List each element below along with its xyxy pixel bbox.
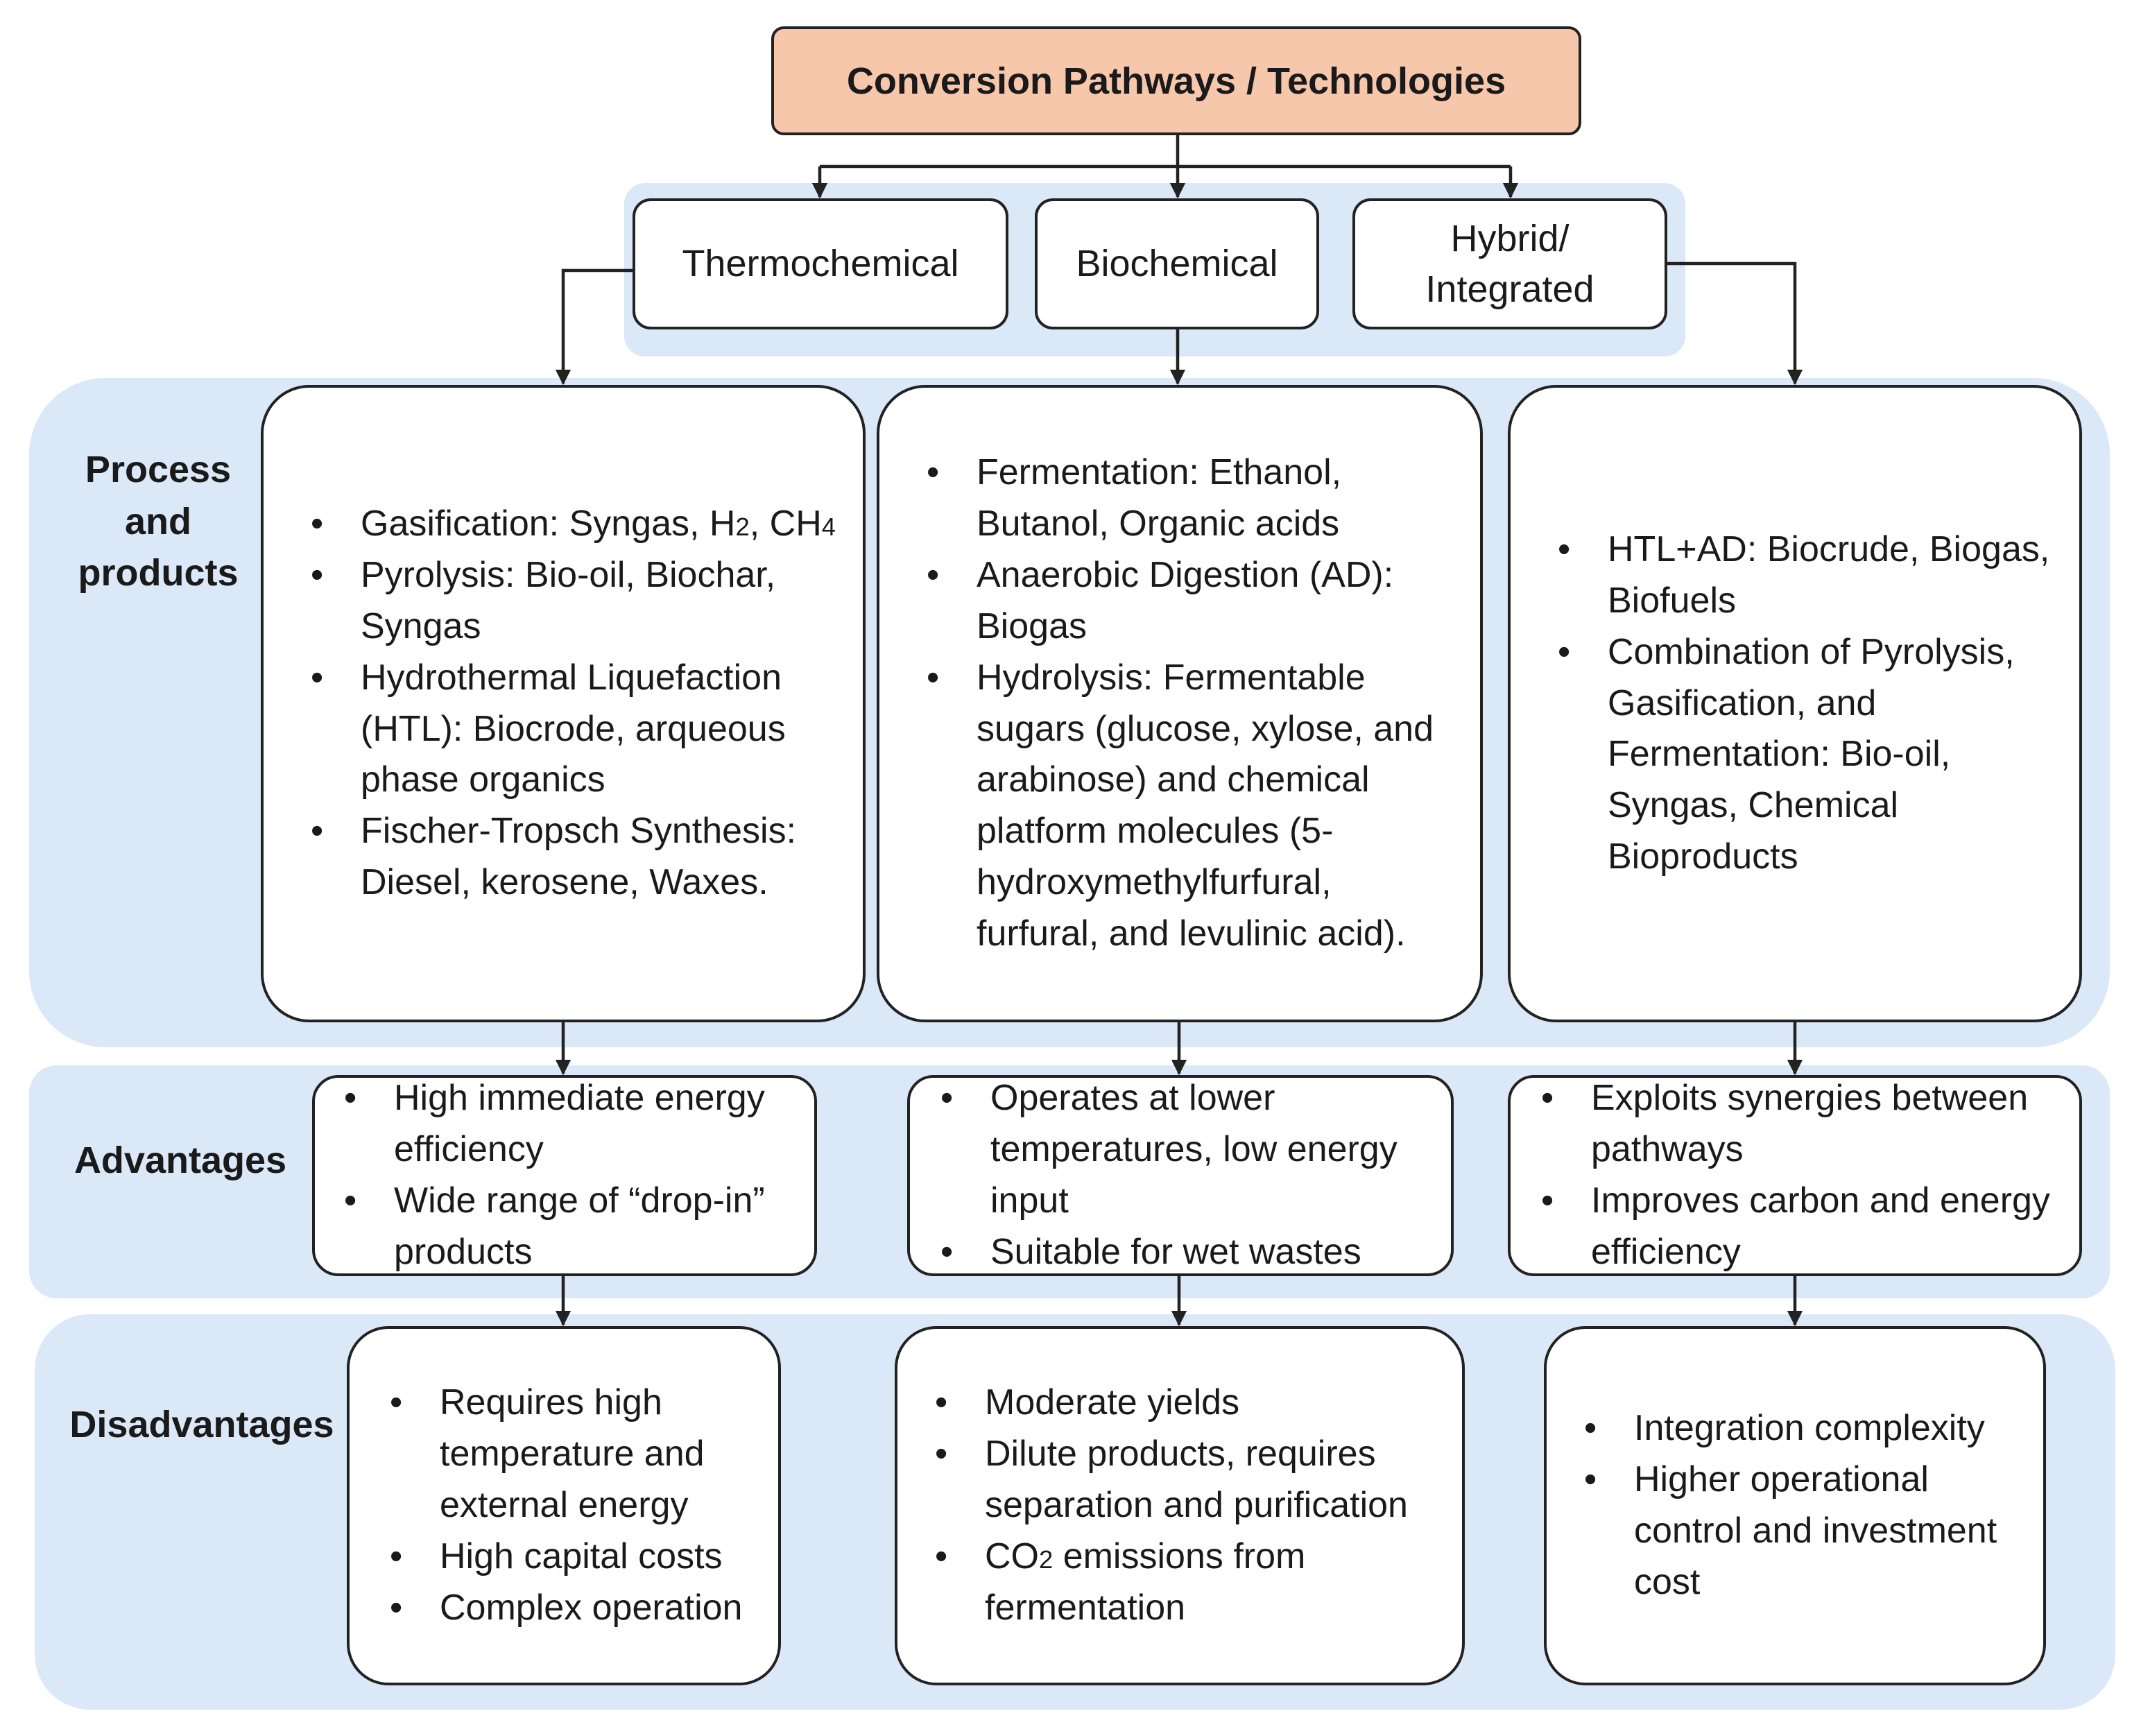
process-hybrid-list: HTL+AD: Biocrude, Biogas, BiofuelsCombin… <box>1511 524 2079 883</box>
list-item: Suitable for wet wastes <box>940 1227 1430 1278</box>
category-hybrid-integrated: Hybrid/ Integrated <box>1352 198 1667 329</box>
advantages-thermochemical: High immediate energy efficiencyWide ran… <box>312 1073 817 1278</box>
list-item: Complex operation <box>390 1583 762 1634</box>
category-thermochemical: Thermochemical <box>633 198 1008 329</box>
category-biochemical: Biochemical <box>1035 198 1319 329</box>
process-biochemical-list: Fermentation: Ethanol, Butanol, Organic … <box>879 447 1480 959</box>
process-thermochemical: Gasification: Syngas, H2, CH4Pyrolysis: … <box>261 385 866 1022</box>
advantages-thermochemical-list: High immediate energy efficiencyWide ran… <box>315 1073 814 1278</box>
row-label-process: Process and products <box>78 449 239 594</box>
list-item: Moderate yields <box>935 1377 1441 1429</box>
disadvantages-hybrid: Integration complexityHigher operational… <box>1544 1326 2046 1685</box>
list-item: Combination of Pyrolysis, Gasification, … <box>1558 627 2052 883</box>
row-label-disadvantages: Disadvantages <box>69 1404 334 1445</box>
list-item: Hydrolysis: Fermentable sugars (glucose,… <box>927 653 1452 960</box>
advantages-biochemical-list: Operates at lower temperatures, low ener… <box>910 1073 1451 1278</box>
process-thermochemical-list: Gasification: Syngas, H2, CH4Pyrolysis: … <box>264 499 863 909</box>
diagram-title: Conversion Pathways / Technologies <box>771 26 1581 135</box>
list-item: Improves carbon and energy efficiency <box>1541 1176 2058 1278</box>
disadvantages-thermochemical-list: Requires high temperature and external e… <box>350 1377 778 1633</box>
list-item: High immediate energy efficiency <box>344 1073 793 1176</box>
process-hybrid: HTL+AD: Biocrude, Biogas, BiofuelsCombin… <box>1508 385 2082 1022</box>
advantages-hybrid: Exploits synergies between pathwaysImpro… <box>1508 1073 2082 1278</box>
list-item: Integration complexity <box>1584 1403 2022 1454</box>
arrow-thermo-to-process <box>555 268 633 386</box>
list-item: HTL+AD: Biocrude, Biogas, Biofuels <box>1558 524 2052 627</box>
list-item: Requires high temperature and external e… <box>390 1377 762 1531</box>
list-item: High capital costs <box>390 1531 762 1583</box>
process-biochemical: Fermentation: Ethanol, Butanol, Organic … <box>877 385 1483 1022</box>
disadvantages-biochemical-list: Moderate yieldsDilute products, requires… <box>897 1377 1462 1633</box>
list-item: Exploits synergies between pathways <box>1541 1073 2058 1176</box>
list-item: Hydrothermal Liquefaction (HTL): Biocrod… <box>311 653 863 806</box>
list-item: Fermentation: Ethanol, Butanol, Organic … <box>927 447 1452 550</box>
list-item: Anaerobic Digestion (AD): Biogas <box>927 550 1452 653</box>
row-label-advantages: Advantages <box>74 1140 287 1181</box>
list-item: Wide range of “drop-in” products <box>344 1176 793 1278</box>
disadvantages-biochemical: Moderate yieldsDilute products, requires… <box>895 1326 1465 1685</box>
list-item: Pyrolysis: Bio-oil, Biochar, Syngas <box>311 550 863 653</box>
list-item: Operates at lower temperatures, low ener… <box>940 1073 1430 1226</box>
list-item: Higher operational control and investmen… <box>1584 1454 2022 1608</box>
list-item: Dilute products, requires separation and… <box>935 1429 1441 1531</box>
advantages-hybrid-list: Exploits synergies between pathwaysImpro… <box>1511 1073 2079 1278</box>
disadvantages-thermochemical: Requires high temperature and external e… <box>347 1326 781 1685</box>
list-item: Fischer-Tropsch Synthesis: Diesel, keros… <box>311 806 863 909</box>
arrow-hybrid-to-process <box>1667 261 1803 386</box>
disadvantages-hybrid-list: Integration complexityHigher operational… <box>1547 1403 2043 1608</box>
list-item: CO2 emissions from fermentation <box>935 1531 1441 1634</box>
list-item: Gasification: Syngas, H2, CH4 <box>311 499 863 550</box>
advantages-biochemical: Operates at lower temperatures, low ener… <box>907 1073 1454 1278</box>
